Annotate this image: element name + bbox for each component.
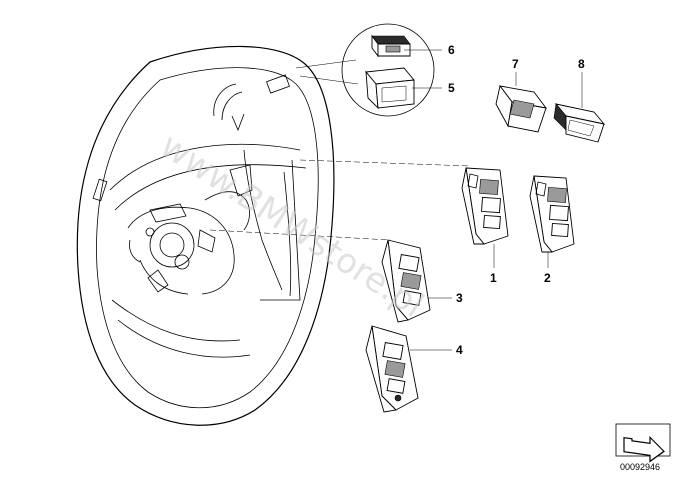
part-7-button	[495, 72, 548, 133]
callout-4: 4	[456, 343, 463, 357]
part-5-frame	[365, 67, 415, 110]
inset-detail	[341, 23, 442, 117]
part-1-switch	[461, 167, 509, 268]
diagram-number: 00092946	[620, 462, 660, 472]
hub-mechanism	[127, 149, 283, 295]
part-3-switch	[381, 239, 452, 323]
watermark-text: www.BMWstore.pl	[153, 126, 431, 326]
part-6-clip	[371, 34, 411, 58]
callout-8: 8	[578, 57, 585, 71]
callout-6: 6	[448, 43, 455, 57]
leader-lines	[209, 59, 471, 241]
callout-1: 1	[490, 271, 497, 285]
callout-7: 7	[512, 57, 519, 71]
arrow-icon	[623, 435, 665, 463]
steering-wheel	[76, 45, 335, 426]
part-4-switch	[365, 325, 452, 413]
part-8-button	[553, 72, 606, 143]
callout-3: 3	[456, 291, 463, 305]
callout-2: 2	[544, 271, 551, 285]
callout-5: 5	[448, 81, 455, 95]
direction-arrow-box	[615, 423, 671, 463]
part-2-switch	[529, 175, 575, 268]
